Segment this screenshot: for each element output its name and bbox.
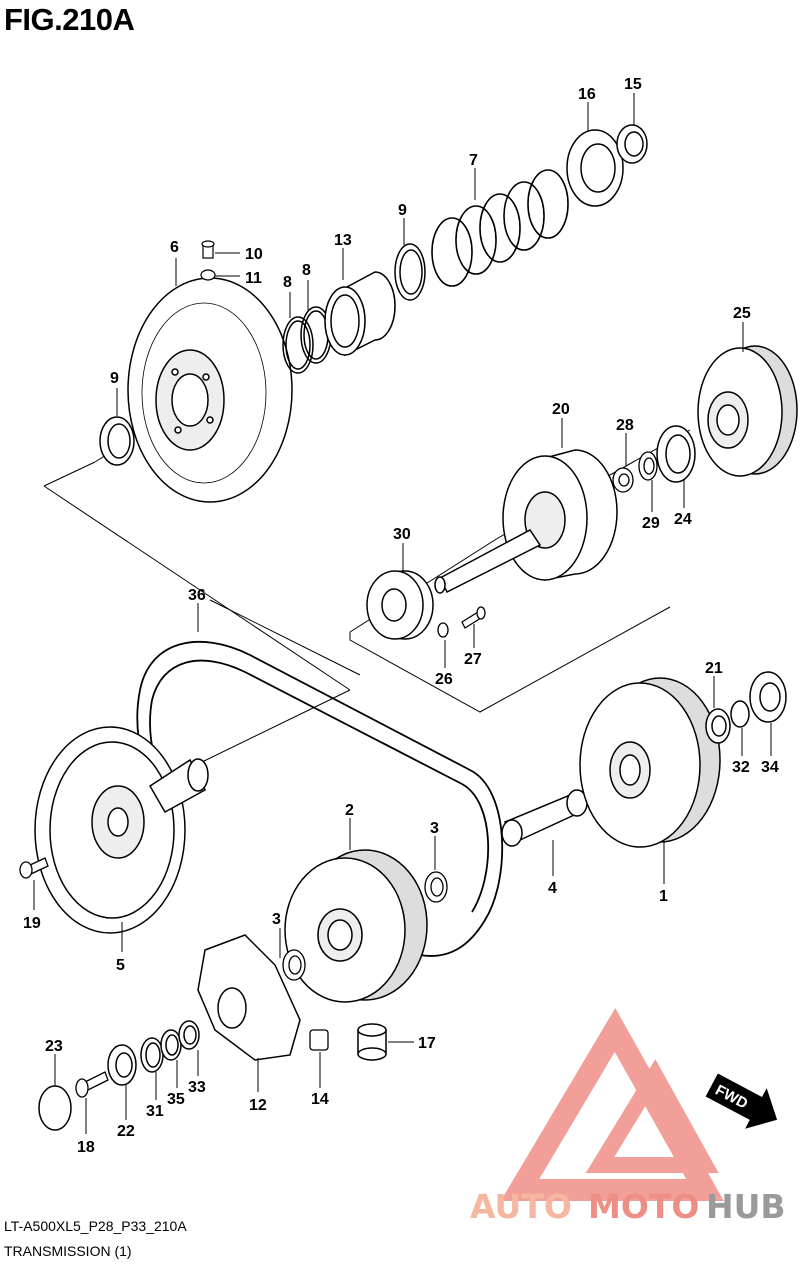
fwd-arrow: FWD xyxy=(705,1073,778,1129)
callout-13: 13 xyxy=(334,232,352,249)
part-20-clutch-housing-shaft xyxy=(434,449,618,594)
part-32-o-ring xyxy=(730,700,750,728)
callout-31: 31 xyxy=(146,1103,164,1120)
callout-19: 19 xyxy=(23,915,41,932)
callout-35: 35 xyxy=(167,1091,185,1108)
part-15-nut xyxy=(616,124,648,164)
callout-33: 33 xyxy=(188,1079,206,1096)
callout-leaders xyxy=(33,93,772,1134)
callout-1: 1 xyxy=(659,888,668,905)
callout-26: 26 xyxy=(435,671,453,688)
callout-9-upper: 9 xyxy=(398,202,407,219)
callout-23: 23 xyxy=(45,1038,63,1055)
part-19-bolt xyxy=(19,857,49,879)
callout-7: 7 xyxy=(469,152,478,169)
watermark-hub: HUB xyxy=(706,1187,786,1226)
callout-17: 17 xyxy=(418,1035,436,1052)
part-2-movable-drive-face xyxy=(284,849,428,1003)
callout-6: 6 xyxy=(170,239,179,256)
part-27-screw xyxy=(461,606,486,629)
callout-8-right: 8 xyxy=(302,262,311,279)
callout-30: 30 xyxy=(393,526,411,543)
part-11-roller xyxy=(200,269,216,281)
callout-24: 24 xyxy=(674,511,692,528)
callout-32: 32 xyxy=(732,759,750,776)
callout-25: 25 xyxy=(733,305,751,322)
watermark-wordmark: AUTO MOTO HUB xyxy=(470,1187,786,1226)
callout-labels: 1 2 3 3 4 5 6 7 8 8 9 9 10 11 12 13 14 1… xyxy=(23,76,779,1156)
part-22-spacer xyxy=(107,1044,137,1086)
callout-3-lower: 3 xyxy=(272,911,281,928)
part-3-spacer-lower xyxy=(282,949,306,981)
figure-caption: TRANSMISSION (1) xyxy=(4,1243,132,1259)
part-9-oil-seal-lower xyxy=(99,416,135,466)
callout-16: 16 xyxy=(578,86,596,103)
part-14-slide-piece xyxy=(309,1029,329,1051)
callout-28: 28 xyxy=(616,417,634,434)
callout-15: 15 xyxy=(624,76,642,93)
part-33-washer xyxy=(178,1020,200,1050)
part-23-cap xyxy=(38,1085,72,1131)
watermark-triangle xyxy=(500,1008,724,1201)
callout-18: 18 xyxy=(77,1139,95,1156)
callout-22: 22 xyxy=(117,1123,135,1140)
callout-21: 21 xyxy=(705,660,723,677)
part-31-o-ring xyxy=(140,1037,164,1073)
part-26-washer xyxy=(437,622,449,638)
part-24-needle-bearing xyxy=(656,425,696,483)
part-30-bearing xyxy=(366,570,434,640)
callout-11: 11 xyxy=(245,270,262,287)
part-13-spring-guide-collar xyxy=(324,271,396,357)
part-28-nut xyxy=(612,467,634,493)
watermark-auto: AUTO xyxy=(470,1187,572,1226)
callout-20: 20 xyxy=(552,401,570,418)
callout-5: 5 xyxy=(116,957,125,974)
part-12-cam-plate xyxy=(197,934,301,1061)
part-3-spacer-upper xyxy=(424,871,448,903)
part-18-bolt xyxy=(75,1071,109,1098)
part-10-guide-pin xyxy=(201,240,215,259)
part-6-movable-driven-face xyxy=(127,277,293,503)
part-21-bushing xyxy=(705,708,731,744)
watermark-moto: MOTO xyxy=(588,1187,699,1226)
part-16-spring-seat xyxy=(566,129,624,207)
callout-14: 14 xyxy=(311,1091,329,1108)
part-34-seal xyxy=(749,671,787,723)
part-25-clutch-shoe-assembly xyxy=(697,345,798,477)
callout-8-left: 8 xyxy=(283,274,292,291)
callout-3-upper: 3 xyxy=(430,820,439,837)
callout-2: 2 xyxy=(345,802,354,819)
part-1-drive-face xyxy=(579,677,721,848)
figure-reference-code: LT-A500XL5_P28_P33_210A xyxy=(4,1218,187,1234)
callout-34: 34 xyxy=(761,759,779,776)
part-5-driven-face xyxy=(34,726,209,934)
part-7-driven-spring xyxy=(431,169,569,287)
part-29-washer xyxy=(638,451,658,481)
callout-10: 10 xyxy=(245,246,263,263)
part-9-oil-seal-upper xyxy=(394,243,426,301)
callout-9-lower: 9 xyxy=(110,370,119,387)
part-35-washer xyxy=(160,1029,182,1061)
callout-27: 27 xyxy=(464,651,482,668)
callout-12: 12 xyxy=(249,1097,267,1114)
callout-4: 4 xyxy=(548,880,557,897)
part-17-collar xyxy=(357,1023,387,1061)
callout-36: 36 xyxy=(188,587,206,604)
part-4-drive-face-collar xyxy=(501,789,588,847)
figure-title: FIG.210A xyxy=(4,2,135,37)
callout-29: 29 xyxy=(642,515,660,532)
